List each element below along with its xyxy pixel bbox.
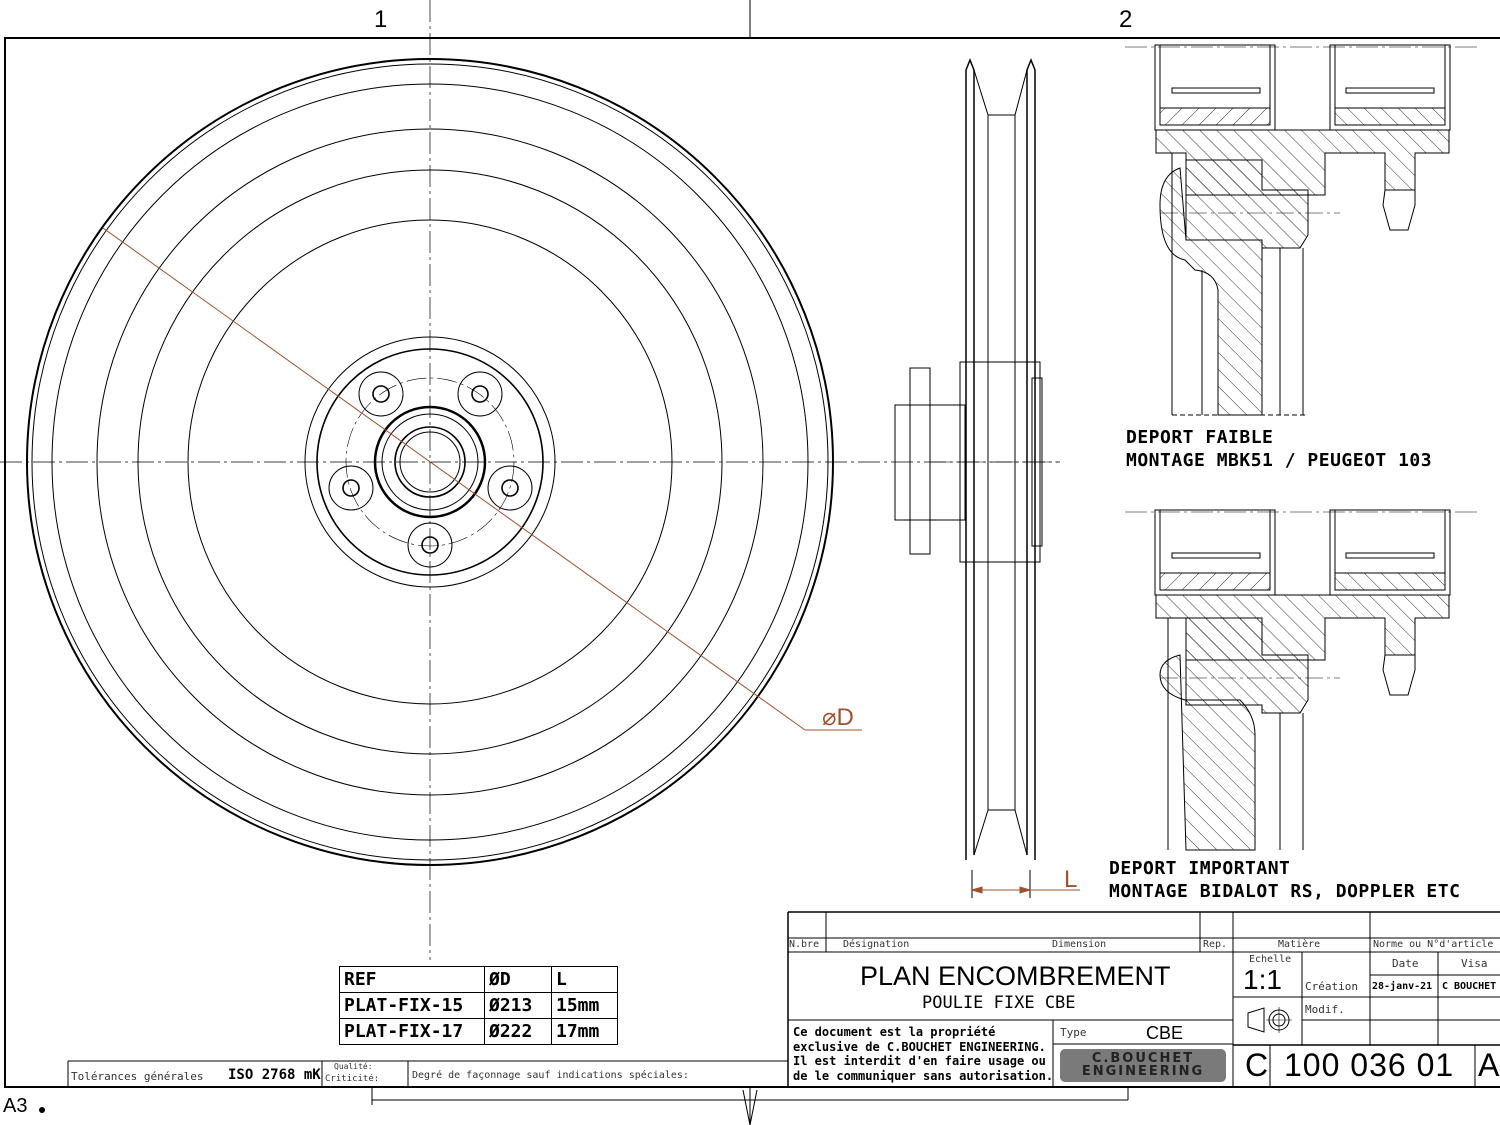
section-view-deport-faible xyxy=(1125,44,1480,416)
modif-label: Modif. xyxy=(1305,1003,1345,1016)
designation-header: Désignation xyxy=(843,939,910,950)
scale-value: 1:1 xyxy=(1243,964,1282,995)
cell-ref: PLAT-FIX-15 xyxy=(339,992,485,1019)
creation-label: Création xyxy=(1305,980,1358,993)
projection-symbol-icon xyxy=(1247,1007,1292,1033)
drawing-subtitle: POULIE FIXE CBE xyxy=(922,993,1076,1013)
front-view-pulley xyxy=(0,0,1060,960)
cell-diameter: Ø213 xyxy=(484,992,552,1019)
nbre-header: N.bre xyxy=(789,939,820,950)
qualite-label: Qualité: xyxy=(334,1062,373,1071)
drawing-number-prefix: C xyxy=(1245,1047,1269,1083)
header-ref: REF xyxy=(339,966,485,993)
section-1-subtitle: MONTAGE MBK51 / PEUGEOT 103 xyxy=(1126,450,1433,471)
creation-visa: C BOUCHET xyxy=(1442,981,1497,992)
echelle-label: Echelle xyxy=(1249,954,1292,965)
date-label: Date xyxy=(1392,957,1419,970)
table-header-row: REF ØD L xyxy=(339,966,618,993)
norme-header: Norme ou N°d'article xyxy=(1373,939,1494,950)
bolt-hole xyxy=(407,522,453,568)
notice-line: Ce document est la propriété xyxy=(793,1025,996,1039)
drawing-number: 100 036 01 xyxy=(1284,1047,1455,1083)
length-dimension xyxy=(970,886,1080,894)
cell-length: 17mm xyxy=(551,1018,618,1045)
length-label: L xyxy=(1064,866,1078,893)
section-view-deport-important xyxy=(1125,509,1480,851)
section-2-title: DEPORT IMPORTANT xyxy=(1109,858,1291,879)
drawing-title: PLAN ENCOMBREMENT xyxy=(860,961,1171,991)
cell-length: 15mm xyxy=(551,992,618,1019)
type-label: Type xyxy=(1060,1026,1087,1039)
table-row: PLAT-FIX-15 Ø213 15mm xyxy=(339,992,618,1019)
criticite-label: Criticité: xyxy=(325,1074,380,1084)
company-logo: C.BOUCHET ENGINEERING xyxy=(1060,1049,1226,1082)
diameter-dimension xyxy=(102,227,862,731)
property-notice: Ce document est la propriété exclusive d… xyxy=(793,1025,1053,1083)
faconnage-label: Degré de façonnage sauf indications spéc… xyxy=(412,1070,689,1081)
bolt-hole xyxy=(358,371,404,417)
header-diameter: ØD xyxy=(484,966,552,993)
diameter-label: ⌀D xyxy=(822,704,854,731)
type-value: CBE xyxy=(1146,1023,1184,1043)
dimension-header: Dimension xyxy=(1052,939,1107,950)
bolt-hole xyxy=(457,371,503,417)
drawing-revision: A xyxy=(1478,1047,1500,1083)
notice-line: exclusive de C.BOUCHET ENGINEERING. xyxy=(793,1039,1046,1054)
cell-diameter: Ø222 xyxy=(484,1018,552,1045)
logo-line: C.BOUCHET xyxy=(1091,1051,1195,1066)
header-length: L xyxy=(551,966,618,993)
bolt-hole xyxy=(328,465,374,511)
notice-line: Il est interdit d'en faire usage ou xyxy=(793,1054,1046,1068)
matiere-header: Matière xyxy=(1278,939,1321,950)
side-view-pulley xyxy=(894,57,1060,898)
rep-header: Rep. xyxy=(1203,939,1228,950)
notice-line: de le communiquer sans autorisation. xyxy=(793,1068,1054,1083)
table-row: PLAT-FIX-17 Ø222 17mm xyxy=(339,1018,618,1045)
tolerances-value: ISO 2768 mK xyxy=(228,1067,321,1083)
cell-ref: PLAT-FIX-17 xyxy=(339,1018,485,1045)
visa-label: Visa xyxy=(1461,957,1488,970)
zone-label-2: 2 xyxy=(1119,6,1133,33)
zone-label-1: 1 xyxy=(374,6,388,33)
section-2-subtitle: MONTAGE BIDALOT RS, DOPPLER ETC xyxy=(1109,881,1461,902)
section-1-title: DEPORT FAIBLE xyxy=(1126,427,1274,448)
logo-line: ENGINEERING xyxy=(1081,1064,1205,1079)
creation-date: 28-janv-21 xyxy=(1372,981,1433,992)
reference-table: REF ØD L PLAT-FIX-15 Ø213 15mm PLAT-FIX-… xyxy=(339,966,618,1045)
title-block-grid xyxy=(67,911,1500,1105)
bolt-holes xyxy=(328,371,533,568)
bolt-hole xyxy=(487,465,533,511)
sheet-format: A3 xyxy=(3,1095,28,1117)
sheet-format-dot xyxy=(39,1107,45,1113)
tolerances-label: Tolérances générales xyxy=(71,1070,204,1083)
